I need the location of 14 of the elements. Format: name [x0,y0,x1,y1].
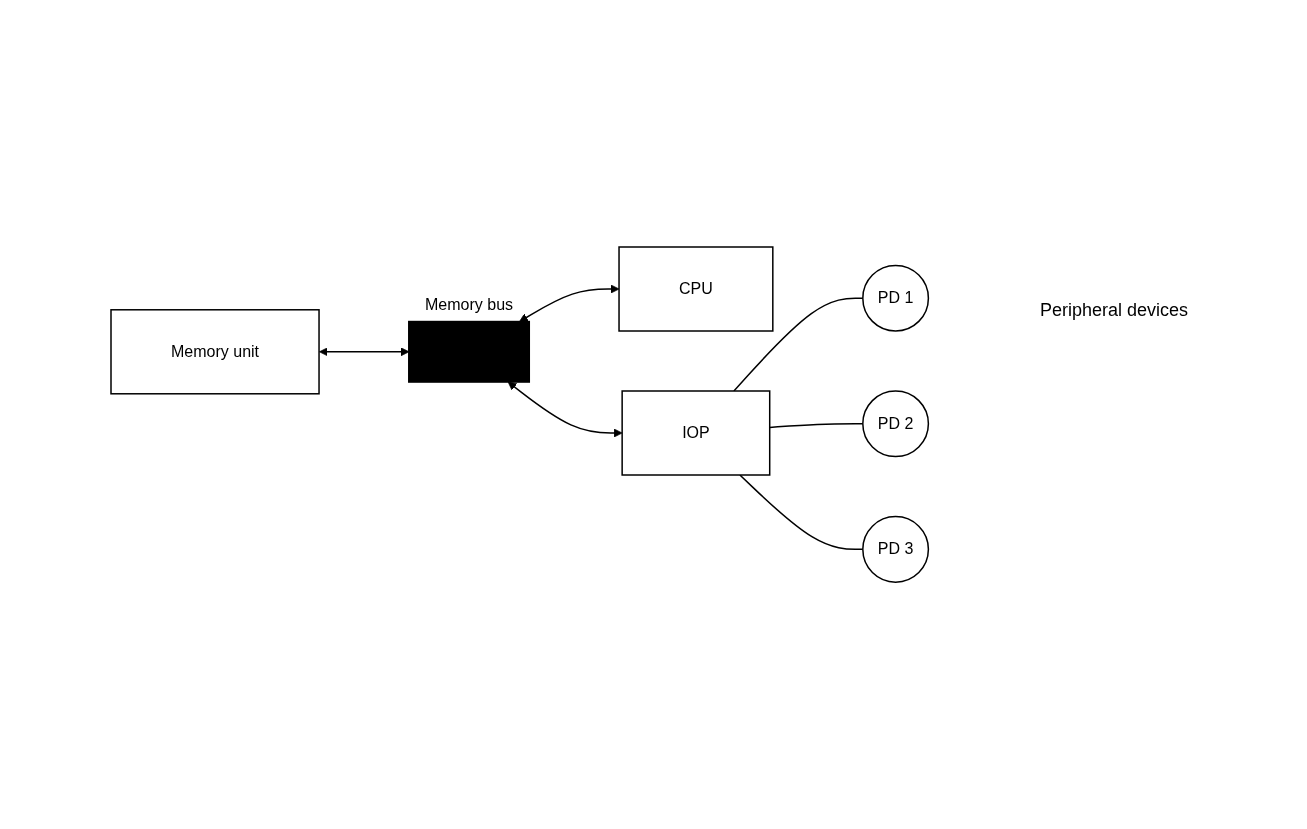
group-label: Peripheral devices [1040,300,1189,321]
node-box: Memory unit [110,309,321,395]
node-circle: PD 2 [862,390,930,458]
node-box: IOP [621,390,771,477]
connector [739,474,864,551]
bus-label: Memory bus [425,296,514,314]
node-bar [408,321,531,384]
node-box: CPU [618,246,774,333]
arrow [519,285,620,323]
node-circle: PD 1 [862,265,930,333]
arrow [319,347,410,357]
arrow [508,382,623,438]
node-circle: PD 3 [862,516,930,584]
connector [733,297,864,393]
